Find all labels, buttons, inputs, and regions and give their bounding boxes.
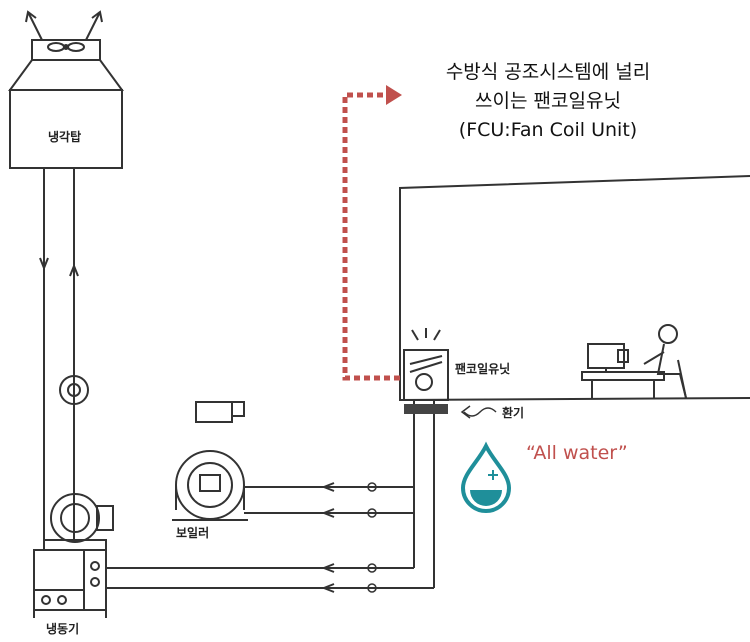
- callout-arrow-icon: [342, 85, 402, 381]
- boiler-pipes: [244, 482, 414, 518]
- desk: [581, 371, 665, 398]
- callout-line-1: 수방식 공조시스템에 널리: [445, 61, 651, 83]
- water-drop-icon: [460, 441, 512, 513]
- condenser-pipes: [39, 168, 89, 540]
- cooling-tower-label: 냉각탑: [48, 130, 82, 144]
- person-icon: [643, 324, 687, 399]
- boiler: [172, 401, 248, 521]
- fcu-label: 팬코일유닛: [455, 362, 511, 376]
- room-outline: [399, 175, 750, 402]
- callout-line-2: 쓰이는 팬코일유닛: [475, 90, 621, 112]
- boiler-label: 보일러: [176, 526, 210, 540]
- computer-icon: [587, 343, 629, 372]
- cooling-tower: [8, 39, 124, 169]
- fcu-callout-text: 수방식 공조시스템에 널리 쓰이는 팬코일유닛 (FCU:Fan Coil Un…: [398, 58, 698, 145]
- chiller: [33, 493, 114, 618]
- fcu-filter: [404, 404, 448, 414]
- valve-icon: [367, 482, 377, 593]
- chiller-label: 냉동기: [46, 622, 80, 636]
- chiller-pipes: [106, 563, 434, 593]
- callout-line-3: (FCU:Fan Coil Unit): [458, 119, 638, 141]
- ventilation-arrow-icon: [460, 405, 497, 419]
- exhaust-arrow-icon: [25, 10, 103, 41]
- all-water-label: “All water”: [526, 442, 628, 464]
- fan-coil-unit: [403, 328, 449, 401]
- fan-icon: [47, 42, 85, 52]
- ventilation-label: 환기: [502, 406, 525, 420]
